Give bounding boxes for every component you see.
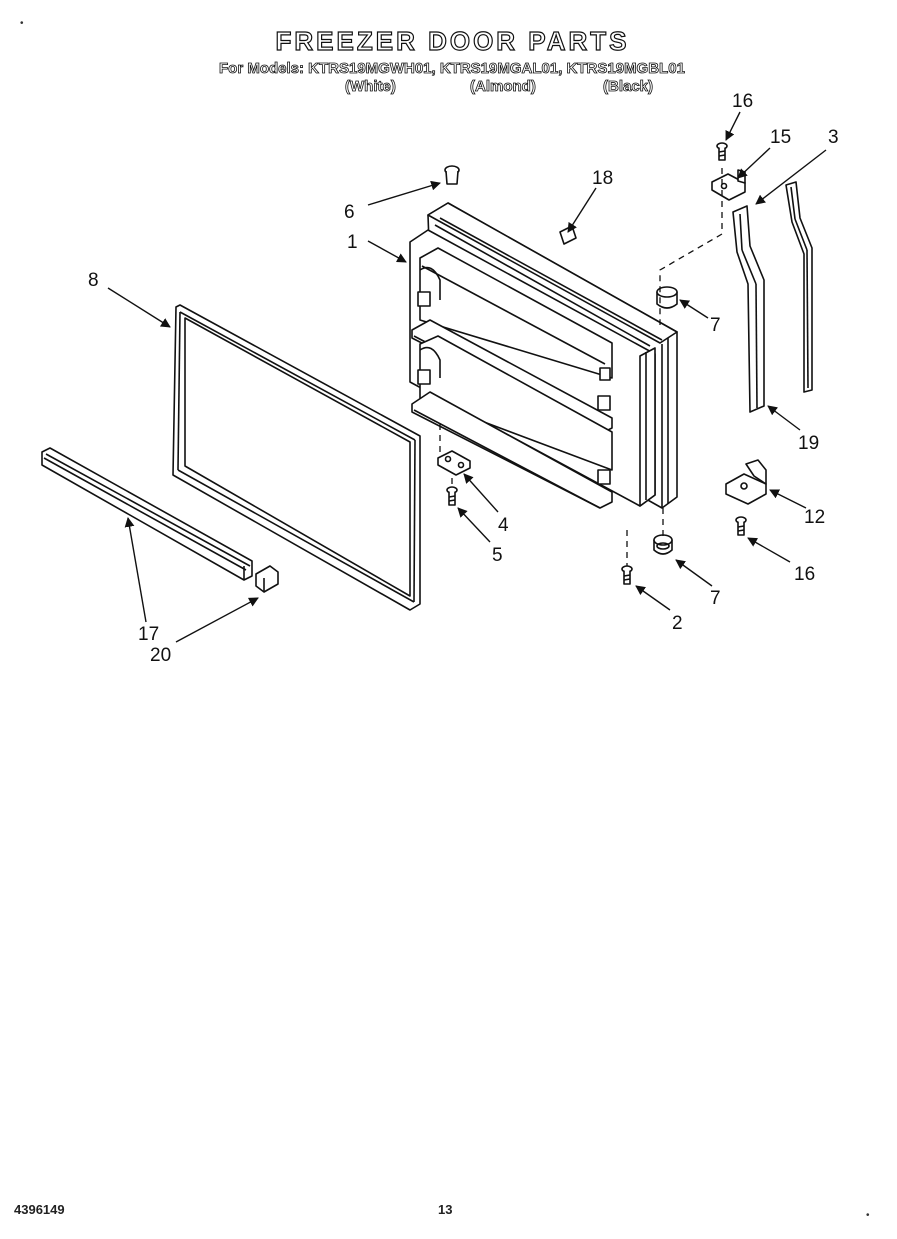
hinge-screw-16-bottom bbox=[735, 516, 747, 536]
screw-2 bbox=[621, 565, 633, 585]
registration-mark: • bbox=[20, 18, 24, 29]
page-number: 13 bbox=[438, 1202, 453, 1217]
document-number: 4396149 bbox=[14, 1202, 65, 1217]
label bbox=[559, 225, 577, 245]
door-stop-bushing-lower bbox=[653, 534, 673, 555]
models-line: For Models: KTRS19MGWH01, KTRS19MGAL01, … bbox=[219, 60, 686, 78]
bottom-hinge-bracket bbox=[437, 450, 471, 476]
door-stop-bushing-upper bbox=[656, 286, 678, 309]
callout-labels: 6 1 8 18 16 15 3 7 19 4 5 12 16 7 2 17 2… bbox=[88, 91, 839, 666]
callout-7-upper: 7 bbox=[710, 315, 721, 336]
callout-7-lower: 7 bbox=[710, 588, 721, 609]
color-label-white: (White) bbox=[345, 78, 397, 96]
callout-4: 4 bbox=[498, 515, 509, 536]
callout-12: 12 bbox=[804, 507, 825, 528]
callout-16-top: 16 bbox=[732, 91, 753, 112]
end-cap bbox=[255, 565, 279, 593]
assembly-lines bbox=[439, 168, 723, 566]
callout-19: 19 bbox=[798, 433, 819, 454]
top-hinge-bracket bbox=[711, 169, 746, 201]
color-label-black: (Black) bbox=[603, 78, 654, 96]
callout-1: 1 bbox=[347, 232, 358, 253]
door-assembly bbox=[409, 202, 678, 509]
callout-20: 20 bbox=[150, 645, 171, 666]
callout-18: 18 bbox=[592, 168, 613, 189]
registration-mark: • bbox=[866, 1210, 870, 1221]
callout-5: 5 bbox=[492, 545, 503, 566]
callout-3: 3 bbox=[828, 127, 839, 148]
hinge-12 bbox=[725, 459, 767, 505]
handle bbox=[732, 205, 765, 413]
color-label-almond: (Almond) bbox=[470, 78, 537, 96]
callout-8: 8 bbox=[88, 270, 99, 291]
trim-strip bbox=[41, 447, 253, 581]
door-plug bbox=[444, 165, 460, 185]
leader-lines bbox=[107, 111, 827, 643]
callout-15: 15 bbox=[770, 127, 791, 148]
hinge-screw-5 bbox=[446, 486, 458, 506]
door-gasket bbox=[172, 304, 421, 611]
callout-16-bottom: 16 bbox=[794, 564, 815, 585]
handle-trim bbox=[785, 181, 813, 393]
diagram-title: FREEZER DOOR PARTS bbox=[275, 25, 630, 56]
hinge-screw-16-top bbox=[716, 142, 728, 161]
callout-17: 17 bbox=[138, 624, 159, 645]
callout-2: 2 bbox=[672, 613, 683, 634]
callout-6: 6 bbox=[344, 202, 355, 223]
